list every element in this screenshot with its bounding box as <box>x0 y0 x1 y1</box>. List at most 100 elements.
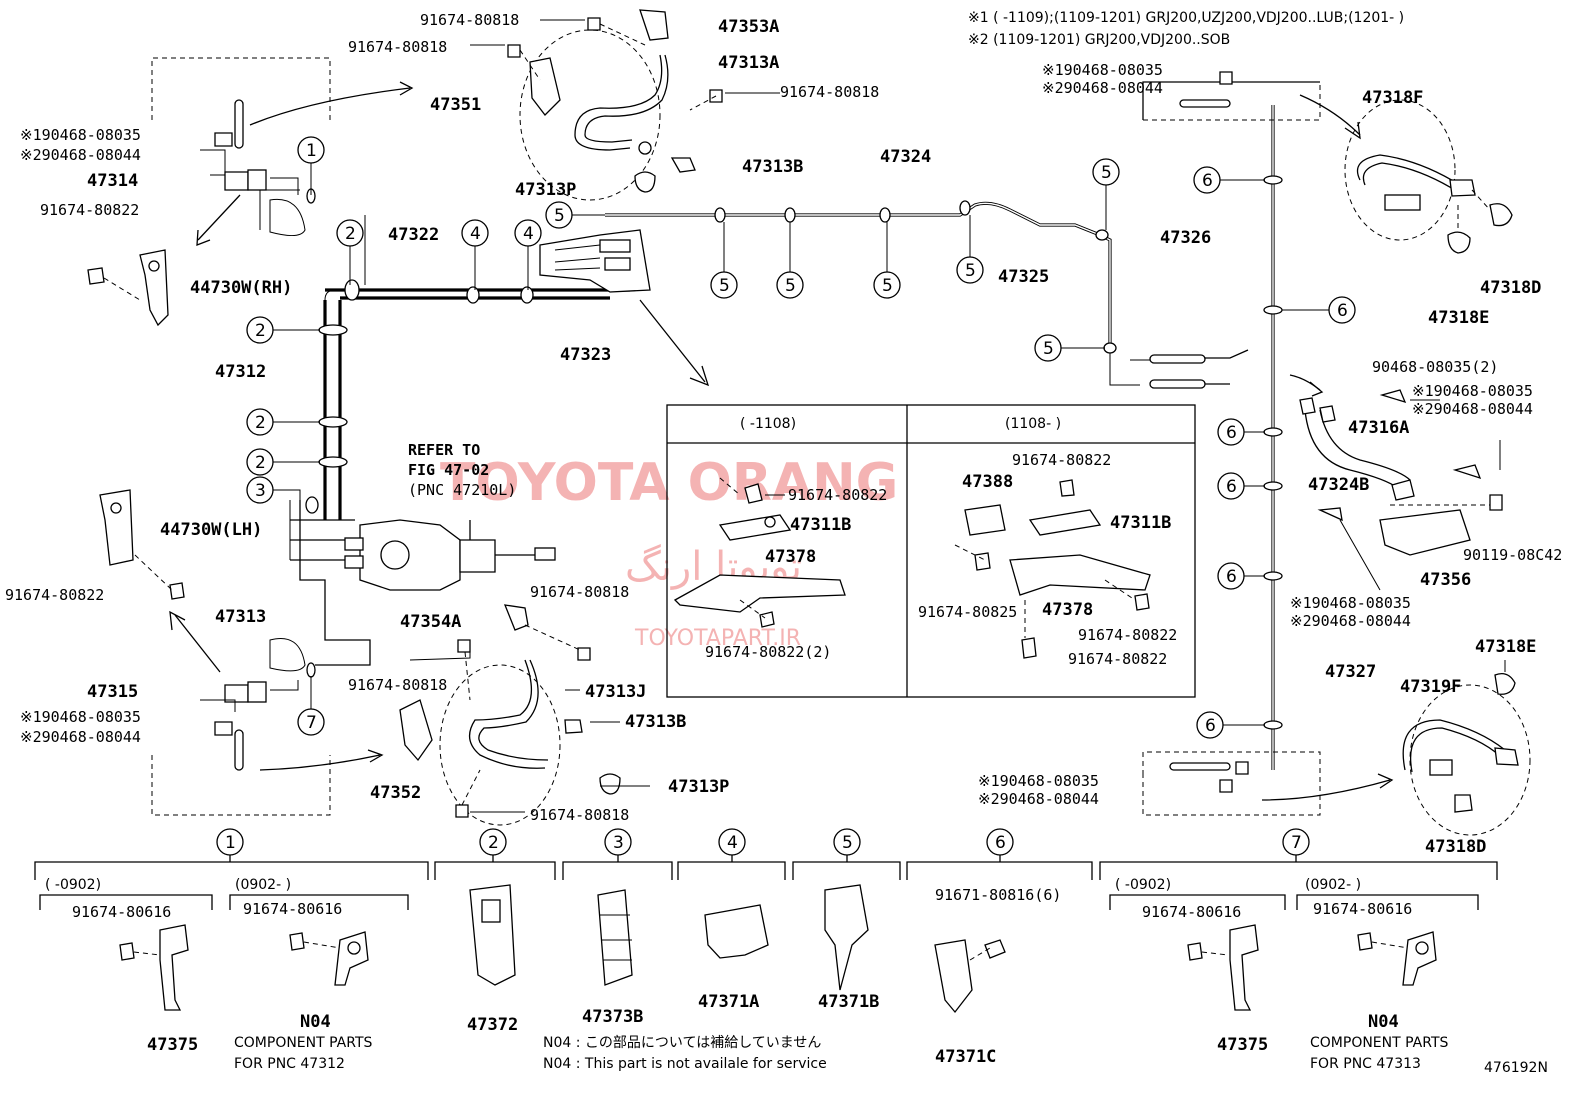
svg-text:※290468-08044: ※290468-08044 <box>20 728 141 746</box>
bottom-section: 1 2 3 4 5 6 7 ( -0902) (0902- ) 91674-80… <box>34 828 1548 1076</box>
svg-text:91674-80616: 91674-80616 <box>72 903 171 921</box>
svg-text:47378: 47378 <box>765 547 816 567</box>
svg-text:91674-80818: 91674-80818 <box>348 676 447 694</box>
svg-text:47378: 47378 <box>1042 600 1093 620</box>
header-note-1: ※1 ( -1109);(1109-1201) GRJ200,UZJ200,VD… <box>968 10 1404 26</box>
svg-text:47322: 47322 <box>388 225 439 245</box>
svg-text:※190468-08035: ※190468-08035 <box>1412 382 1533 400</box>
svg-text:4: 4 <box>470 224 481 244</box>
svg-text:※190468-08035: ※190468-08035 <box>20 126 141 144</box>
svg-text:91674-80616: 91674-80616 <box>243 900 342 918</box>
svg-text:476192N: 476192N <box>1484 1060 1548 1076</box>
svg-text:47324B: 47324B <box>1308 475 1369 495</box>
svg-text:47313P: 47313P <box>515 180 576 200</box>
rear-right-hose-group <box>1142 71 1513 254</box>
svg-text:※190468-08035: ※190468-08035 <box>1042 61 1163 79</box>
svg-text:47318E: 47318E <box>1475 637 1536 657</box>
svg-text:5: 5 <box>842 833 853 853</box>
svg-text:47375: 47375 <box>147 1035 198 1055</box>
svg-text:91674-80822: 91674-80822 <box>40 201 139 219</box>
svg-text:47372: 47372 <box>467 1015 518 1035</box>
svg-text:91674-80822: 91674-80822 <box>1078 626 1177 644</box>
svg-text:N04 : This part is not availal: N04 : This part is not availale for serv… <box>543 1056 827 1072</box>
svg-text:1: 1 <box>306 141 317 161</box>
svg-text:2: 2 <box>255 413 266 433</box>
svg-text:COMPONENT PARTS: COMPONENT PARTS <box>234 1035 373 1051</box>
svg-text:47371C: 47371C <box>935 1047 996 1067</box>
svg-text:5: 5 <box>554 206 565 226</box>
svg-text:47318D: 47318D <box>1425 837 1486 857</box>
front-hose-group <box>470 9 780 201</box>
svg-text:3: 3 <box>613 833 624 853</box>
svg-text:REFER TO: REFER TO <box>408 441 480 459</box>
svg-text:91674-80822: 91674-80822 <box>788 486 887 504</box>
svg-text:N04 : この部品については補給していません: N04 : この部品については補給していません <box>543 1035 821 1051</box>
svg-text:47311B: 47311B <box>790 515 851 535</box>
svg-text:6: 6 <box>1337 301 1348 321</box>
svg-text:47356: 47356 <box>1420 570 1471 590</box>
svg-text:91674-80818: 91674-80818 <box>348 38 447 56</box>
svg-text:5: 5 <box>1043 339 1054 359</box>
svg-text:※290468-08044: ※290468-08044 <box>978 790 1099 808</box>
inset-right-header: (1108- ) <box>1005 416 1061 432</box>
svg-text:※190468-08035: ※190468-08035 <box>1290 594 1411 612</box>
svg-text:3: 3 <box>255 481 266 501</box>
svg-text:5: 5 <box>882 276 893 296</box>
svg-text:47313A: 47313A <box>718 53 779 73</box>
lower-right-hose-group <box>1142 660 1531 836</box>
svg-text:91674-80818: 91674-80818 <box>530 806 629 824</box>
svg-text:91674-80616: 91674-80616 <box>1313 900 1412 918</box>
svg-text:47327: 47327 <box>1325 662 1376 682</box>
svg-text:6: 6 <box>995 833 1006 853</box>
svg-text:47354A: 47354A <box>400 612 461 632</box>
svg-text:6: 6 <box>1226 423 1237 443</box>
header-note-2: ※2 (1109-1201) GRJ200,VDJ200..SOB <box>968 32 1230 48</box>
watermark: TOYOTA ORANG تویوتا ارنگ TOYOTAPART.IR <box>440 453 898 651</box>
svg-text:91671-80816(6): 91671-80816(6) <box>935 886 1061 904</box>
svg-text:47318E: 47318E <box>1428 308 1489 328</box>
svg-text:※190468-08035: ※190468-08035 <box>978 772 1099 790</box>
rear-pipe-area <box>1289 374 1503 591</box>
svg-text:47318D: 47318D <box>1480 278 1541 298</box>
svg-text:47388: 47388 <box>962 472 1013 492</box>
svg-text:47351: 47351 <box>430 95 481 115</box>
svg-text:47313B: 47313B <box>625 712 686 732</box>
svg-text:47315: 47315 <box>87 682 138 702</box>
svg-text:47326: 47326 <box>1160 228 1211 248</box>
svg-text:44730W(LH): 44730W(LH) <box>160 520 262 540</box>
svg-text:※290468-08044: ※290468-08044 <box>1290 612 1411 630</box>
svg-text:6: 6 <box>1205 716 1216 736</box>
inset-box: ( -1108) (1108- ) <box>666 404 1196 698</box>
svg-text:90119-08C42: 90119-08C42 <box>1463 546 1562 564</box>
callouts-main: 1 2 4 4 5 2 2 2 3 7 5 5 5 5 5 5 6 6 6 6 … <box>246 136 1356 739</box>
svg-text:※190468-08035: ※190468-08035 <box>20 708 141 726</box>
svg-text:N04: N04 <box>1368 1012 1399 1032</box>
svg-text:2: 2 <box>255 321 266 341</box>
svg-text:5: 5 <box>719 276 730 296</box>
svg-text:47353A: 47353A <box>718 17 779 37</box>
svg-text:※290468-08044: ※290468-08044 <box>20 146 141 164</box>
svg-text:4: 4 <box>727 833 738 853</box>
inset-labels: 91674-80822 47311B 47378 91674-80822(2) … <box>705 451 1177 668</box>
svg-text:91674-80616: 91674-80616 <box>1142 903 1241 921</box>
part-labels: 91674-80818 47353A 91674-80818 47313A 47… <box>5 11 1562 857</box>
inset-left-header: ( -1108) <box>740 416 796 432</box>
load-sensing-valves <box>87 249 185 600</box>
svg-text:47319F: 47319F <box>1400 677 1461 697</box>
svg-text:47352: 47352 <box>370 783 421 803</box>
svg-text:6: 6 <box>1202 171 1213 191</box>
svg-text:2: 2 <box>255 453 266 473</box>
svg-text:91674-80825: 91674-80825 <box>918 603 1017 621</box>
svg-text:2: 2 <box>345 224 356 244</box>
svg-text:1: 1 <box>225 833 236 853</box>
svg-text:91674-80818: 91674-80818 <box>530 583 629 601</box>
svg-text:2: 2 <box>488 833 499 853</box>
svg-text:47312: 47312 <box>215 362 266 382</box>
watermark-main: TOYOTA ORANG <box>440 453 898 513</box>
svg-text:47323: 47323 <box>560 345 611 365</box>
svg-text:(0902- ): (0902- ) <box>235 877 291 893</box>
svg-text:FOR PNC 47312: FOR PNC 47312 <box>234 1056 345 1072</box>
svg-text:※290468-08044: ※290468-08044 <box>1412 400 1533 418</box>
svg-text:47313: 47313 <box>215 607 266 627</box>
